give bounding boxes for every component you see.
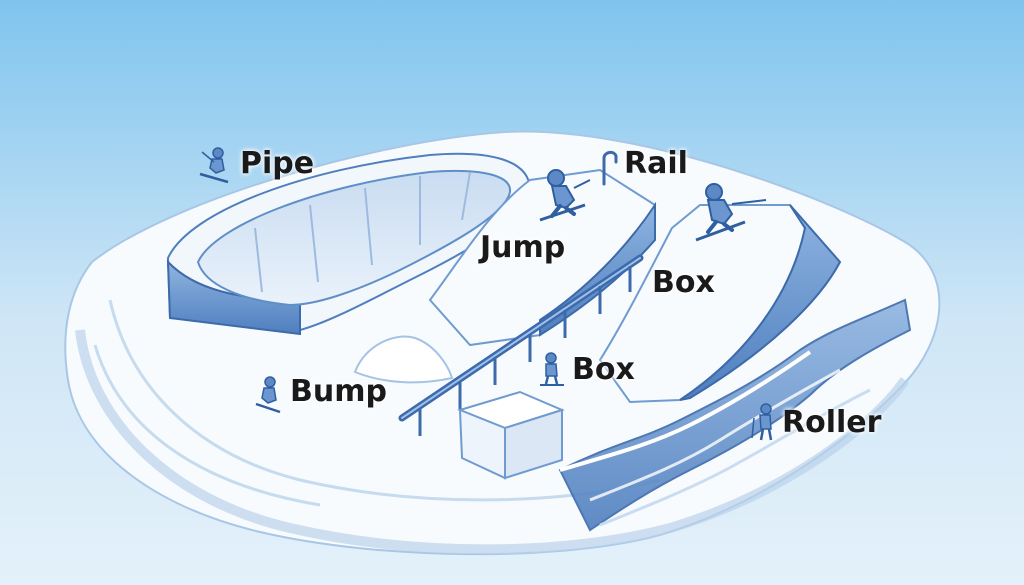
roller-waves (558, 298, 912, 532)
skier-icon (199, 147, 229, 184)
label-roller: Roller (782, 405, 882, 440)
skier-on-box-ramp (695, 183, 767, 242)
skier-on-jump (539, 169, 591, 222)
box-ramp-upper (598, 204, 842, 404)
plateau-groove (93, 344, 321, 507)
rail-icon (602, 150, 618, 186)
plateau-edge (75, 329, 910, 555)
plateau-groove (108, 299, 661, 502)
label-rail: Rail (624, 146, 688, 181)
skier-icon (540, 352, 564, 386)
rail (398, 254, 644, 436)
label-jump: Jump (480, 230, 566, 265)
label-pipe: Pipe (240, 146, 315, 181)
label-bump: Bump (290, 374, 387, 409)
label-box-upper: Box (652, 265, 715, 300)
bump-mound (353, 335, 454, 384)
label-box-lower: Box (572, 352, 635, 387)
skier-icon (751, 403, 773, 441)
box-block-lower (456, 390, 565, 480)
skier-icon (255, 376, 281, 414)
half-pipe (166, 152, 532, 336)
